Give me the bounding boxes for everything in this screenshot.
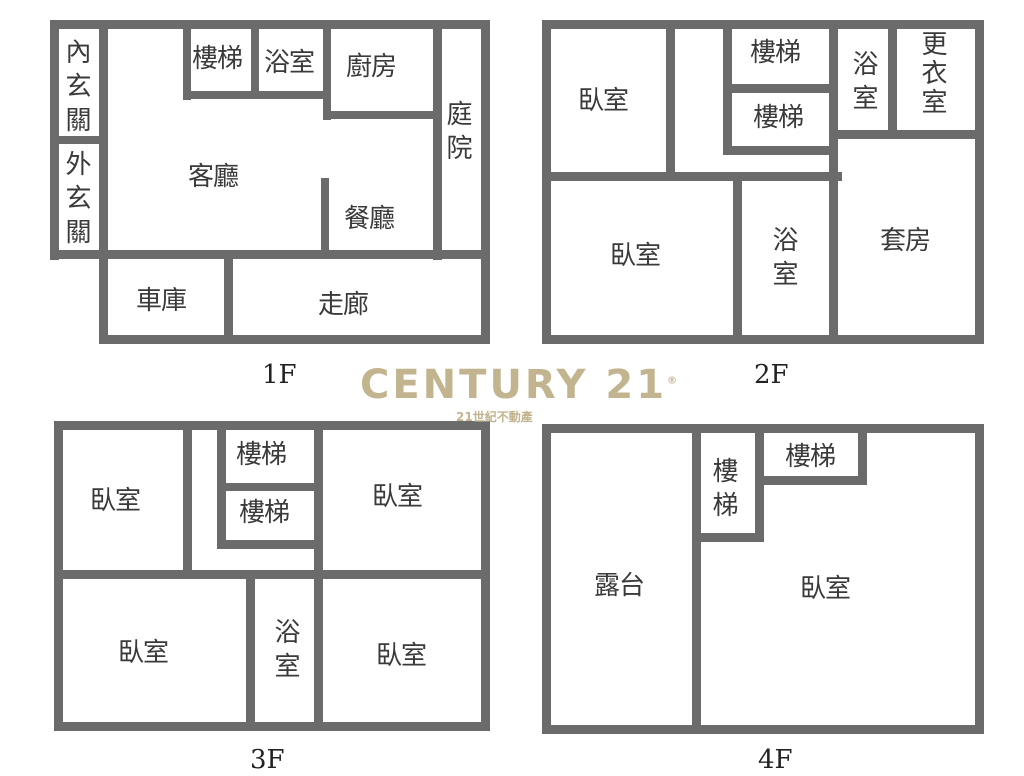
wall (183, 421, 192, 577)
room-label: 外玄關 (61, 150, 91, 252)
wall (217, 483, 321, 491)
wall (183, 20, 191, 100)
room-label: 臥室 (372, 482, 423, 512)
wall (433, 20, 442, 260)
wall (692, 424, 701, 734)
wall (99, 20, 108, 344)
room-label: 浴室 (848, 50, 878, 118)
wall (829, 130, 984, 139)
wall (50, 250, 490, 259)
century21-logo: CENTURY 21® (360, 362, 680, 408)
wall (542, 725, 984, 734)
room-label: 臥室 (376, 641, 427, 671)
wall (692, 533, 764, 542)
room-label: 內玄關 (61, 38, 91, 140)
wall (723, 146, 833, 155)
wall (323, 20, 331, 120)
wall (733, 172, 742, 344)
registered-mark: ® (667, 375, 681, 387)
floor-label-4f: 4F (758, 745, 793, 775)
floor-label-2f: 2F (754, 360, 789, 390)
room-label: 樓梯 (239, 498, 290, 528)
wall (723, 84, 833, 93)
room-label: 樓梯 (750, 38, 801, 68)
room-label: 臥室 (610, 241, 661, 271)
wall (666, 20, 675, 180)
room-label: 走廊 (318, 290, 369, 320)
room-label: 樓梯 (236, 440, 287, 470)
room-label: 庭院 (442, 100, 472, 168)
wall (99, 335, 490, 344)
floor-label-3f: 3F (250, 745, 285, 775)
wall (755, 476, 867, 485)
wall (224, 250, 233, 344)
room-label: 更衣室 (917, 30, 947, 117)
room-label: 臥室 (118, 638, 169, 668)
room-label: 樓梯 (708, 457, 738, 525)
wall (888, 20, 897, 132)
room-label: 樓梯 (785, 442, 836, 472)
century21-subtitle: 21世紀不動產 (456, 410, 533, 424)
room-label: 臥室 (578, 86, 629, 116)
wall (975, 424, 984, 734)
room-label: 車庫 (136, 286, 187, 316)
room-label: 樓梯 (192, 44, 243, 74)
logo-text: CENTURY 21 (360, 362, 668, 408)
room-label: 客廳 (188, 162, 239, 192)
room-label: 臥室 (800, 574, 851, 604)
room-label: 浴室 (264, 48, 315, 78)
room-label: 餐廳 (344, 204, 395, 234)
wall (975, 20, 984, 344)
floor-label-1f: 1F (262, 360, 297, 390)
wall (183, 91, 331, 99)
room-label: 樓梯 (753, 103, 804, 133)
wall (542, 20, 551, 344)
room-label: 浴室 (270, 618, 300, 686)
room-label: 套房 (880, 226, 931, 256)
room-label: 臥室 (90, 486, 141, 516)
wall (858, 424, 867, 485)
wall (542, 335, 984, 344)
wall (323, 111, 441, 119)
wall (217, 540, 321, 549)
wall (50, 20, 490, 29)
wall (50, 136, 108, 144)
wall (54, 421, 490, 430)
wall (314, 421, 323, 731)
room-label: 浴室 (768, 226, 798, 294)
room-label: 露台 (594, 571, 645, 601)
wall (481, 20, 490, 344)
wall (542, 20, 984, 29)
wall (321, 178, 329, 258)
wall (54, 570, 490, 579)
wall (246, 570, 255, 731)
wall (542, 424, 551, 734)
wall (829, 20, 838, 344)
room-label: 廚房 (346, 52, 397, 82)
wall (54, 722, 490, 731)
wall (251, 20, 259, 98)
wall (542, 172, 842, 181)
